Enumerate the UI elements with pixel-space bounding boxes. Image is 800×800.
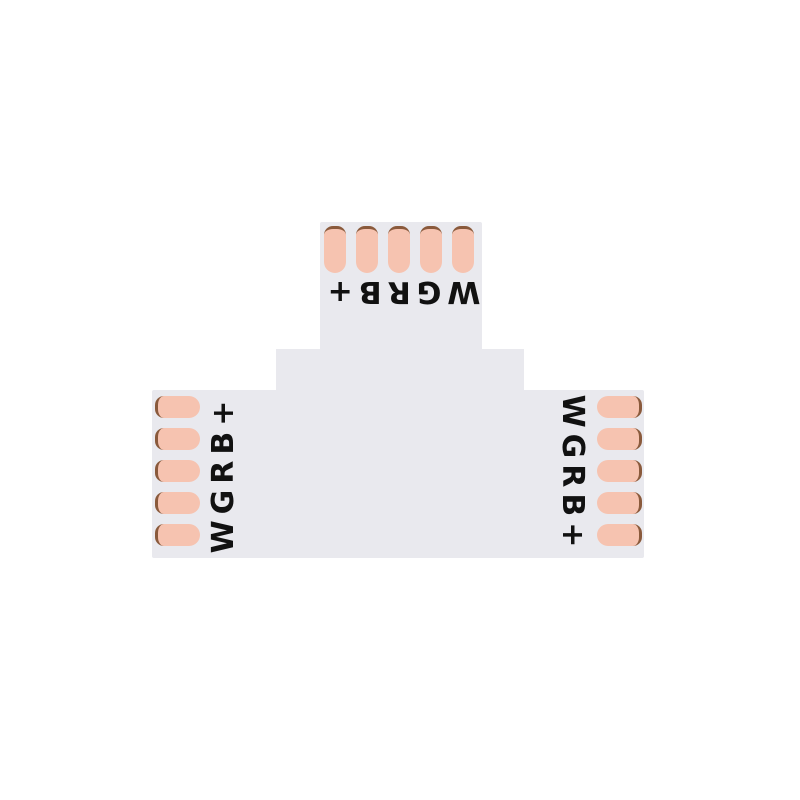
pad-left-3 [155, 460, 200, 482]
pad-top-4 [420, 226, 442, 273]
pad-right-2 [597, 428, 642, 450]
pad-left-1 [155, 396, 200, 418]
pcb-main-bar [152, 390, 644, 558]
pad-top-1 [324, 226, 346, 273]
pad-left-5 [155, 524, 200, 546]
pcb-center-block [276, 349, 524, 394]
pad-right-3 [597, 460, 642, 482]
pad-right-5 [597, 524, 642, 546]
pad-top-3 [388, 226, 410, 273]
pad-left-2 [155, 428, 200, 450]
pad-right-4 [597, 492, 642, 514]
pad-right-1 [597, 396, 642, 418]
pad-top-2 [356, 226, 378, 273]
label-right: WGRB+ [555, 394, 590, 554]
label-left: WGRB+ [206, 394, 241, 554]
pad-left-4 [155, 492, 200, 514]
label-top: WGRB+ [321, 274, 481, 309]
pad-top-5 [452, 226, 474, 273]
